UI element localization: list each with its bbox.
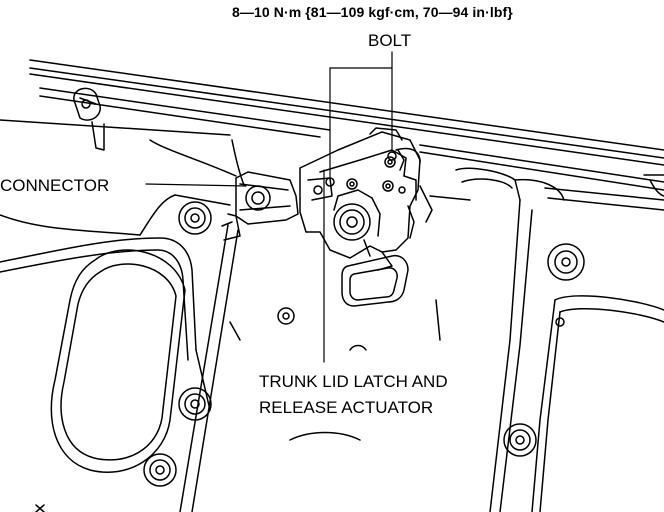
left-grommets (143, 201, 295, 487)
release-lever (341, 254, 409, 307)
torque-spec-label: 8—10 N·m {81—109 kgf·cm, 70—94 in·lbf} (232, 4, 513, 20)
latch-actuator-part (299, 127, 433, 271)
lower-details (35, 321, 367, 512)
connector-label: CONNECTOR (0, 176, 110, 195)
bolt-mark (325, 151, 397, 187)
right-cutout (531, 295, 664, 512)
leader-lines (145, 51, 393, 363)
panel-clip (73, 87, 105, 151)
left-cutout (50, 249, 186, 473)
right-panel-structure (429, 167, 664, 512)
latch-label-line2: RELEASE ACTUATOR (259, 398, 434, 417)
right-grommets (503, 243, 585, 457)
connector-leader (145, 183, 247, 187)
left-panel-structure (0, 139, 245, 512)
latch-label-line1: TRUNK LID LATCH AND (259, 372, 448, 391)
upper-panel-edges (0, 59, 664, 191)
bolt-label: BOLT (368, 31, 412, 50)
connector-part (221, 171, 299, 241)
